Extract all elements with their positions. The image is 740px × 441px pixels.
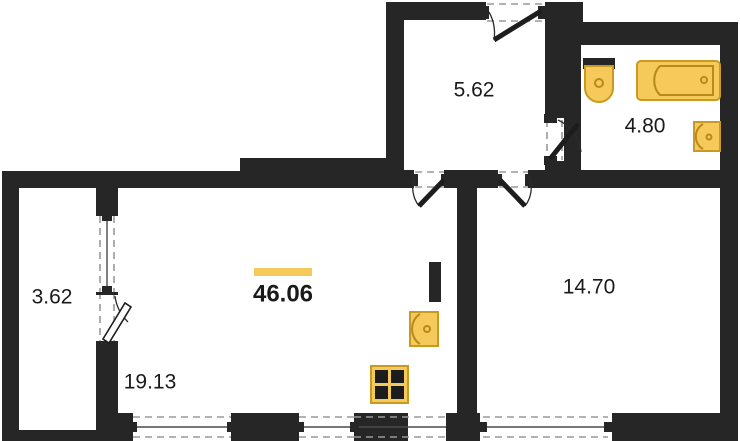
living-room-door[interactable]: [409, 171, 450, 208]
toilet-bowl: [584, 65, 614, 103]
wall-hall-right: [545, 2, 563, 118]
wall-balcony-partition-lower: [96, 345, 118, 441]
toilet-cistern: [583, 58, 615, 69]
wall-hall-right-lower: [545, 160, 563, 188]
bathtub-inner: [653, 65, 714, 96]
stove-burner-4: [391, 386, 404, 399]
area-label-bathroom: 4.80: [625, 115, 666, 138]
bedroom-door[interactable]: [493, 171, 534, 208]
balcony-walls: [2, 171, 118, 441]
bathtub-outer: [636, 60, 721, 101]
wall-balcony-partition-upper: [96, 171, 118, 216]
area-labels: 3.62 5.62 4.80 19.13 14.70 46.06: [32, 79, 666, 394]
wall-niche-interior: [441, 262, 457, 302]
stove-burner-3: [375, 386, 388, 399]
total-area-accent-bar: [254, 268, 312, 276]
living-window-left: [128, 416, 236, 438]
kitchen-sink-drain: [423, 325, 431, 333]
area-label-hall: 5.62: [454, 79, 495, 102]
toilet-fixture: [583, 58, 615, 103]
stove-burner-1: [375, 370, 388, 383]
bathroom-sink-drain: [705, 133, 713, 141]
area-label-living-kitchen: 19.13: [124, 371, 177, 394]
kitchen-sink-fixture: [409, 311, 439, 347]
area-label-balcony: 3.62: [32, 286, 73, 309]
wall-center-partition-upper: [457, 188, 477, 262]
doors: [96, 3, 582, 345]
wall-right-outer: [720, 188, 738, 413]
wall-top-living: [118, 158, 404, 188]
living-window-right: [295, 416, 354, 438]
toilet-drain: [594, 78, 604, 88]
wall-hall-left: [386, 2, 404, 188]
fixtures: [370, 58, 721, 404]
wall-bathroom-left: [563, 45, 581, 188]
area-label-total: 46.06: [253, 280, 313, 307]
living-window-far: [350, 416, 446, 438]
bathroom-sink-fixture: [693, 121, 721, 152]
wall-hall-top-left: [386, 2, 486, 20]
balcony-window: [99, 212, 115, 295]
area-label-bedroom: 14.70: [563, 276, 616, 299]
hall-entry-door[interactable]: [481, 3, 546, 43]
bathtub-fixture: [636, 60, 721, 101]
wall-center-partition-lower: [457, 290, 477, 413]
kitchen-stove-fixture: [370, 365, 409, 404]
balcony-door[interactable]: [96, 292, 133, 345]
wall-bathroom-top: [563, 22, 738, 45]
bathroom-door[interactable]: [544, 114, 582, 165]
wall-bathroom-bottom: [563, 170, 738, 188]
wall-bathroom-right: [720, 22, 738, 188]
kitchen-sink-basin: [411, 313, 421, 345]
bathroom-sink-basin: [694, 123, 704, 150]
bedroom-window: [478, 416, 613, 438]
windows: [99, 212, 613, 438]
wall-right-outer-step: [612, 395, 738, 441]
bathtub-drain: [700, 76, 708, 84]
stove-burner-2: [391, 370, 404, 383]
